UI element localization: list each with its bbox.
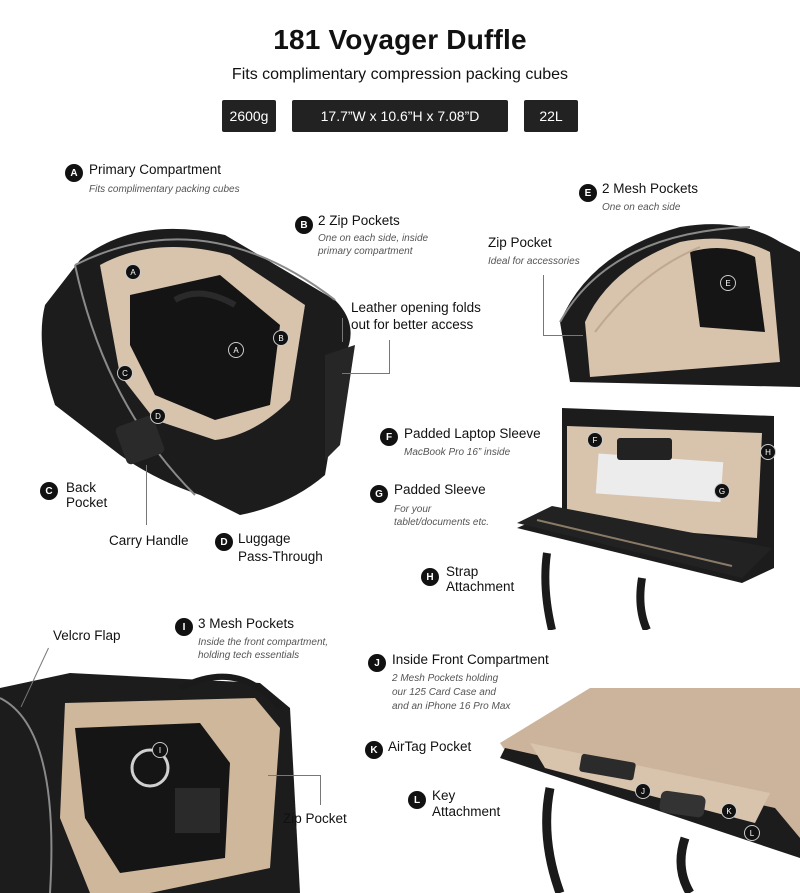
badge-d: D — [215, 533, 233, 551]
marker-l: L — [744, 825, 760, 841]
label-luggage-1: Luggage — [238, 531, 291, 546]
marker-k: K — [721, 803, 737, 819]
label-inside-front: Inside Front Compartment — [392, 652, 549, 667]
badge-g: G — [370, 485, 388, 503]
note-inside-front-3: and an iPhone 16 Pro Max — [392, 701, 511, 712]
label-luggage-2: Pass-Through — [238, 549, 323, 564]
label-airtag-pocket: AirTag Pocket — [388, 739, 472, 754]
marker-b: B — [273, 330, 289, 346]
label-strap-2: Attachment — [446, 579, 515, 594]
connector-leather-v — [342, 318, 343, 342]
label-key-1: Key — [432, 788, 456, 803]
note-mesh-pockets-3-2: holding tech essentials — [198, 650, 300, 661]
label-zip-pockets: 2 Zip Pockets — [318, 213, 400, 228]
marker-a-2: A — [228, 342, 244, 358]
volume-chip: 22L — [524, 100, 578, 132]
page-title: 181 Voyager Duffle — [273, 24, 527, 55]
label-zip-pocket: Zip Pocket — [488, 235, 552, 250]
page-subtitle: Fits complimentary compression packing c… — [231, 66, 569, 83]
marker-j: J — [635, 783, 651, 799]
badge-c: C — [40, 482, 58, 500]
label-mesh-pockets-2: 2 Mesh Pockets — [602, 181, 699, 196]
connector-handle — [146, 465, 147, 525]
marker-a: A — [125, 264, 141, 280]
marker-e: E — [720, 275, 736, 291]
badge-k: K — [365, 741, 383, 759]
label-zip-pocket-bottom: Zip Pocket — [283, 811, 347, 826]
connector-zip-h — [543, 335, 583, 336]
label-laptop-sleeve: Padded Laptop Sleeve — [404, 426, 541, 441]
label-padded-sleeve: Padded Sleeve — [394, 482, 486, 497]
label-key-2: Attachment — [432, 804, 501, 819]
label-primary-compartment: Primary Compartment — [89, 162, 222, 177]
marker-h: H — [760, 444, 776, 460]
label-back-pocket-2: Pocket — [66, 495, 108, 510]
marker-i: I — [152, 742, 168, 758]
connector-zip2-v — [320, 775, 321, 805]
connector-zip2-h — [268, 775, 320, 776]
label-back-pocket-1: Back — [66, 480, 97, 495]
badge-a: A — [65, 164, 83, 182]
note-zip-pockets-2: primary compartment — [318, 246, 413, 257]
label-leather-2: out for better access — [351, 317, 474, 332]
badge-h: H — [421, 568, 439, 586]
note-mesh-pockets-2: One on each side — [602, 202, 681, 213]
marker-c: C — [117, 365, 133, 381]
marker-f: F — [587, 432, 603, 448]
note-padded-sleeve-1: For your — [394, 504, 432, 515]
connector-leather-v2 — [389, 340, 390, 374]
badge-e: E — [579, 184, 597, 202]
label-velcro-flap: Velcro Flap — [53, 628, 121, 643]
note-zip-pockets-1: One on each side, inside — [318, 233, 429, 244]
label-leather-1: Leather opening folds — [351, 300, 481, 315]
badge-b: B — [295, 216, 313, 234]
weight-chip: 2600g — [222, 100, 276, 132]
laptop-compartment-photo — [517, 408, 774, 630]
connector-leather-h — [342, 373, 390, 374]
front-compartment-photo — [0, 673, 300, 893]
note-padded-sleeve-2: tablet/documents etc. — [394, 517, 490, 528]
side-compartment-photo — [559, 224, 800, 387]
marker-d: D — [150, 408, 166, 424]
note-inside-front-1: 2 Mesh Pockets holding — [392, 673, 499, 684]
marker-g: G — [714, 483, 730, 499]
note-mesh-pockets-3-1: Inside the front compartment, — [198, 637, 329, 648]
badge-l: L — [408, 791, 426, 809]
badge-j: J — [368, 654, 386, 672]
note-laptop-sleeve: MacBook Pro 16” inside — [404, 447, 511, 458]
label-carry-handle: Carry Handle — [109, 533, 189, 548]
label-mesh-pockets-3: 3 Mesh Pockets — [198, 616, 295, 631]
note-inside-front-2: our 125 Card Case and — [392, 687, 496, 698]
dimensions-chip: 17.7”W x 10.6”H x 7.08”D — [292, 100, 508, 132]
badge-f: F — [380, 428, 398, 446]
note-zip-pocket: Ideal for accessories — [488, 256, 580, 267]
connector-zip-v — [543, 275, 544, 335]
label-strap-1: Strap — [446, 564, 479, 579]
badge-i: I — [175, 618, 193, 636]
duffle-open-photo — [41, 228, 355, 515]
note-primary-compartment: Fits complimentary packing cubes — [89, 184, 240, 195]
